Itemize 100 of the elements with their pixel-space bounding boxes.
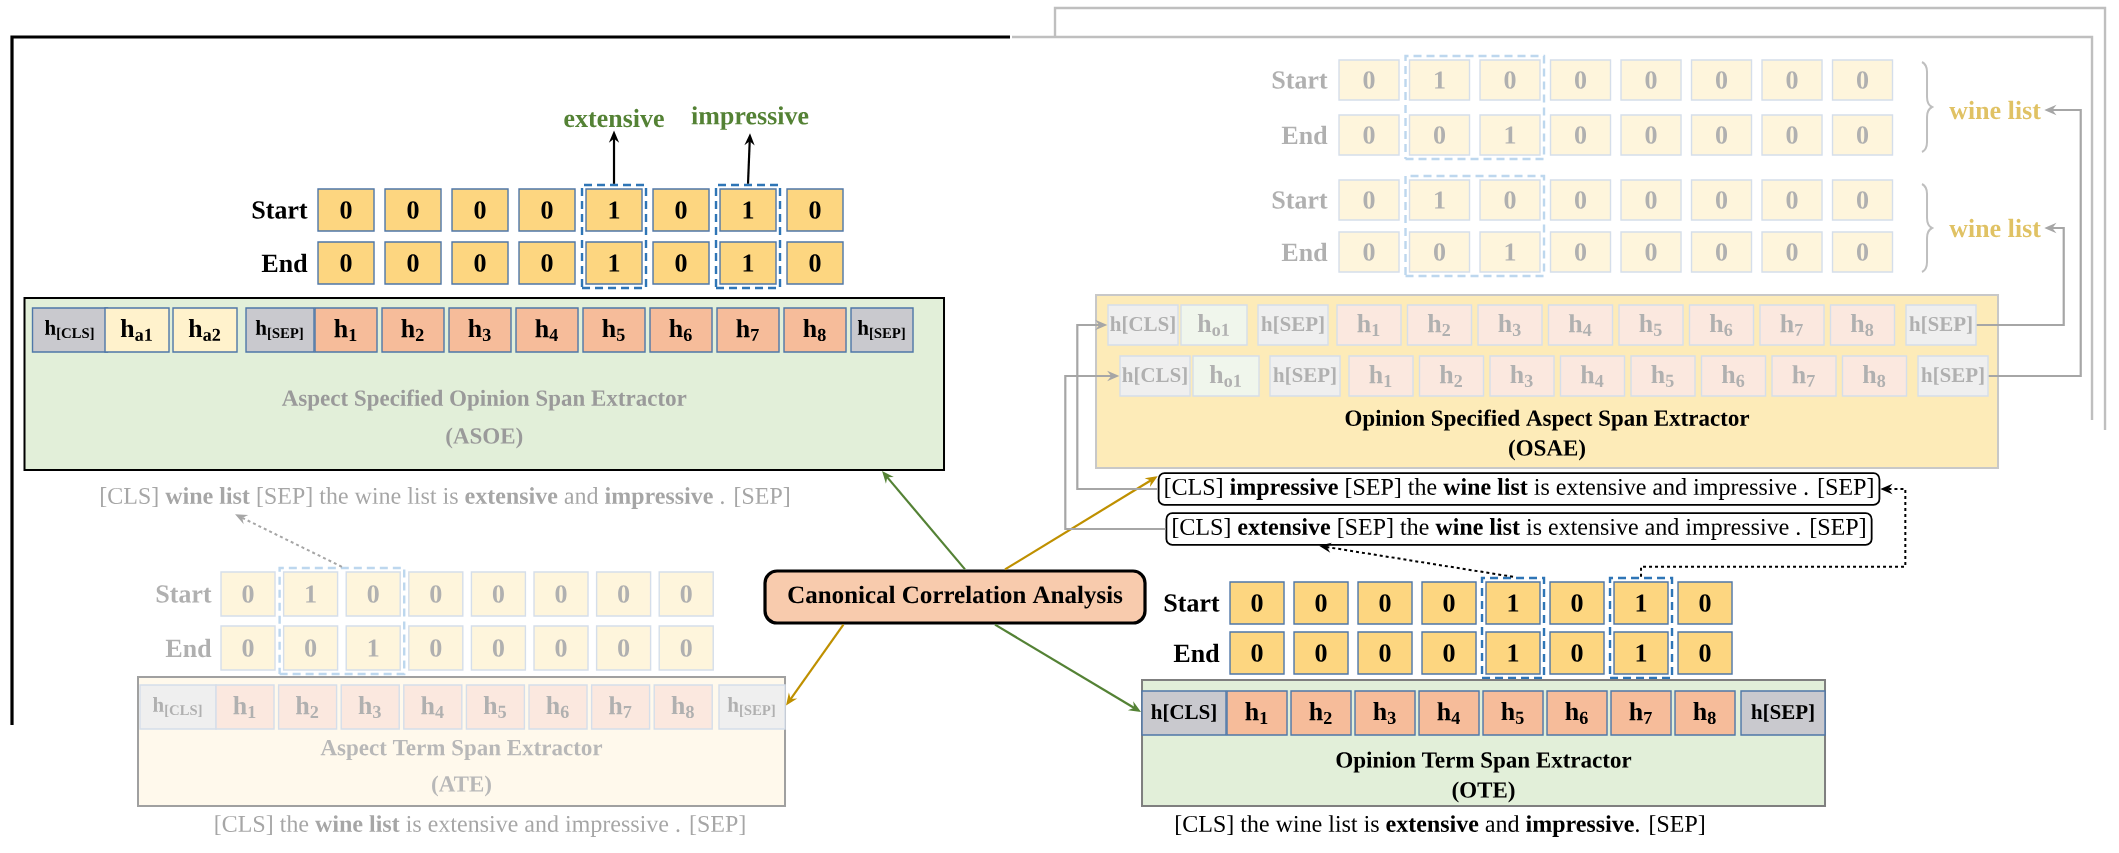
token-cell: h$_{6}$ (528, 684, 588, 730)
token-cell: h$_{3}$ (448, 307, 512, 353)
value-cell: 0 (282, 625, 339, 671)
token-cell: h[CLS] (1119, 355, 1191, 397)
value-cell: 0 (1357, 631, 1413, 675)
token-cell: h$_{5}$ (465, 684, 526, 730)
row-label: Start (156, 585, 212, 603)
highlight-box (1404, 174, 1546, 278)
sentence-box: [CLS] extensive [SEP] the wine list is extensive and impressive . [SEP] (1165, 512, 1873, 546)
token-cell: h$_{8}$ (653, 684, 713, 730)
word-label: wine list (1949, 100, 2041, 120)
value-cell: 0 (786, 241, 844, 285)
word-label: impressive (691, 106, 809, 130)
value-cell: 1 (585, 188, 643, 232)
value-cell: 0 (451, 188, 509, 232)
input-sentence: [CLS] the wine list is extensive and impressive . [SEP] (215, 815, 745, 837)
word-label: extensive (564, 108, 664, 128)
value-cell: 0 (408, 625, 464, 671)
value-cell: 0 (1479, 179, 1541, 221)
value-cell: 1 (282, 571, 339, 617)
value-cell: 1 (1479, 231, 1541, 273)
value-cell: 0 (652, 188, 710, 232)
token-cell: h$_{5}$ (1618, 304, 1684, 346)
token-cell: h$_{4}$ (1418, 690, 1480, 736)
value-cell: 1 (345, 625, 401, 671)
sentence-box: [CLS] impressive [SEP] the wine list is extensive and impressive . [SEP] (1157, 472, 1881, 506)
row-label: End (261, 253, 308, 273)
value-cell: 0 (1421, 581, 1477, 625)
value-cell: 0 (1338, 114, 1400, 156)
value-cell: 0 (1338, 231, 1400, 273)
value-cell: 0 (1229, 581, 1285, 625)
token-cell: h[SEP] (1917, 355, 1989, 397)
row-label: End (1173, 643, 1220, 663)
token-cell: h$_{4}$ (1547, 304, 1614, 346)
value-cell: 0 (384, 241, 442, 285)
value-cell: 1 (1485, 631, 1541, 675)
value-cell: 0 (1831, 231, 1894, 273)
token-cell: h[SEP] (1269, 355, 1341, 397)
value-cell: 0 (1408, 231, 1471, 273)
token-cell: h$_{7}$ (1759, 304, 1825, 346)
token-cell: h$_{3}$ (1489, 355, 1555, 397)
token-cell: h$_{[CLS]}$ (31, 307, 109, 353)
value-cell: 0 (1421, 631, 1477, 675)
token-cell: h$_{5}$ (1482, 690, 1544, 736)
value-cell: 0 (518, 188, 576, 232)
token-cell: h$_{1}$ (1226, 690, 1288, 736)
value-cell: 1 (585, 241, 643, 285)
value-cell: 0 (1549, 59, 1612, 101)
token-cell: h$_{[SEP]}$ (245, 307, 315, 353)
value-cell: 0 (1549, 114, 1612, 156)
value-cell: 0 (1690, 231, 1753, 273)
value-cell: 0 (470, 625, 527, 671)
value-cell: 0 (1338, 59, 1400, 101)
value-cell: 0 (1620, 114, 1682, 156)
value-cell: 0 (1229, 631, 1285, 675)
token-cell: h$_{6}$ (1688, 304, 1755, 346)
value-cell: 0 (1690, 179, 1753, 221)
value-cell: 0 (1549, 631, 1605, 675)
token-cell: h$_{4}$ (403, 684, 463, 730)
token-cell: h$_{8}$ (1829, 304, 1896, 346)
value-cell: 0 (1338, 179, 1400, 221)
token-cell: h$_{8}$ (1841, 355, 1908, 397)
token-cell: h$_{a1}$ (104, 307, 170, 353)
value-cell: 0 (1761, 114, 1823, 156)
value-cell: 0 (1761, 231, 1823, 273)
value-cell: 0 (317, 241, 375, 285)
token-cell: h$_{7}$ (590, 684, 651, 730)
value-cell: 0 (1620, 231, 1682, 273)
value-cell: 0 (658, 625, 714, 671)
value-cell: 0 (1293, 581, 1349, 625)
token-cell: h$_{[SEP]}$ (718, 684, 786, 730)
value-cell: 0 (1831, 59, 1894, 101)
value-cell: 1 (719, 188, 777, 232)
row-label: Start (1272, 191, 1328, 209)
word-label: wine list (1949, 218, 2041, 238)
value-cell: 0 (1831, 179, 1894, 221)
token-cell: h$_{1}$ (1336, 304, 1402, 346)
highlight-box (1480, 576, 1546, 680)
input-sentence: [CLS] the wine list is extensive and impressive. [SEP] (1176, 815, 1704, 837)
value-cell: 0 (595, 625, 652, 671)
highlight-box (714, 183, 782, 290)
value-cell: 1 (1485, 581, 1541, 625)
value-cell: 0 (345, 571, 401, 617)
value-cell: 1 (1613, 631, 1669, 675)
value-cell: 0 (220, 571, 276, 617)
row-label: Start (1164, 594, 1220, 612)
value-cell: 0 (1549, 231, 1612, 273)
token-cell: h$_{o1}$ (1180, 304, 1248, 346)
value-cell: 1 (1613, 581, 1669, 625)
value-cell: 1 (719, 241, 777, 285)
value-cell: 0 (1761, 59, 1823, 101)
token-cell: h$_{6}$ (1700, 355, 1767, 397)
cca-box: Canonical Correlation Analysis (763, 569, 1147, 625)
input-sentence: [CLS] wine list [SEP] the wine list is extensive and impressive . [SEP] (101, 487, 789, 509)
value-cell: 0 (652, 241, 710, 285)
value-cell: 0 (451, 241, 509, 285)
token-cell: h[CLS] (1107, 304, 1179, 346)
value-cell: 0 (1620, 59, 1682, 101)
token-cell: h$_{8}$ (783, 307, 847, 353)
row-label: End (1281, 125, 1328, 145)
